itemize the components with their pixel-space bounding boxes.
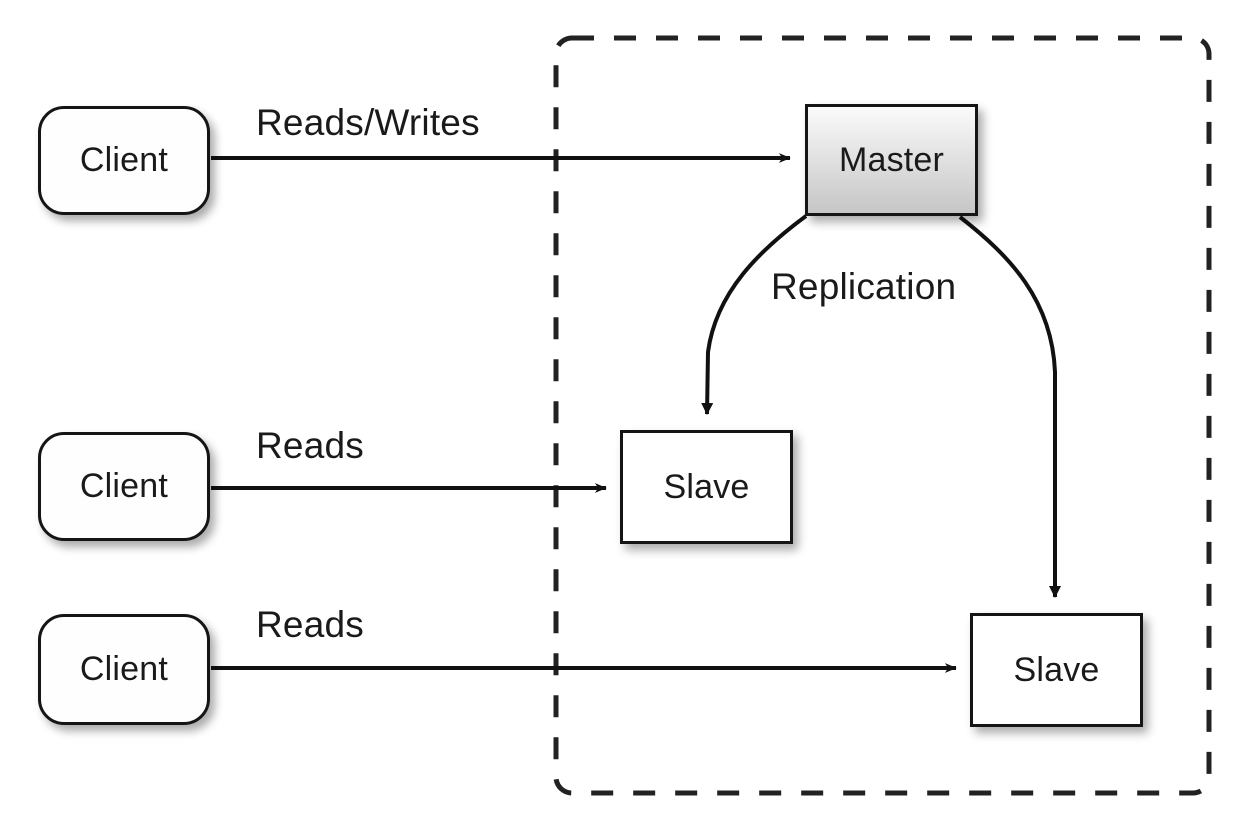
node-client-middle-label: Client [79,467,169,505]
edge-master-to-slave-one-replication [701,214,808,415]
node-slave-one-label: Slave [663,467,750,506]
server-boundary-rect [553,35,1212,796]
edge-label-reads-writes: Reads/Writes [256,102,480,143]
node-client-top-label: Client [79,141,169,179]
node-client-top[interactable]: Client [38,106,210,215]
node-slave-two[interactable]: Slave [970,613,1143,727]
node-slave-two-label: Slave [1013,650,1100,689]
node-slave-one[interactable]: Slave [620,430,793,544]
node-client-bottom-label: Client [79,650,169,688]
node-master[interactable]: Master [805,104,978,216]
edge-label-replication: Replication [771,266,957,307]
edge-label-reads-middle: Reads [256,425,364,466]
node-master-label: Master [838,140,945,179]
edge-master-to-slave-two-replication [958,215,1061,598]
node-client-middle[interactable]: Client [38,432,210,541]
edge-label-reads-bottom: Reads [256,604,364,645]
node-client-bottom[interactable]: Client [38,614,210,725]
